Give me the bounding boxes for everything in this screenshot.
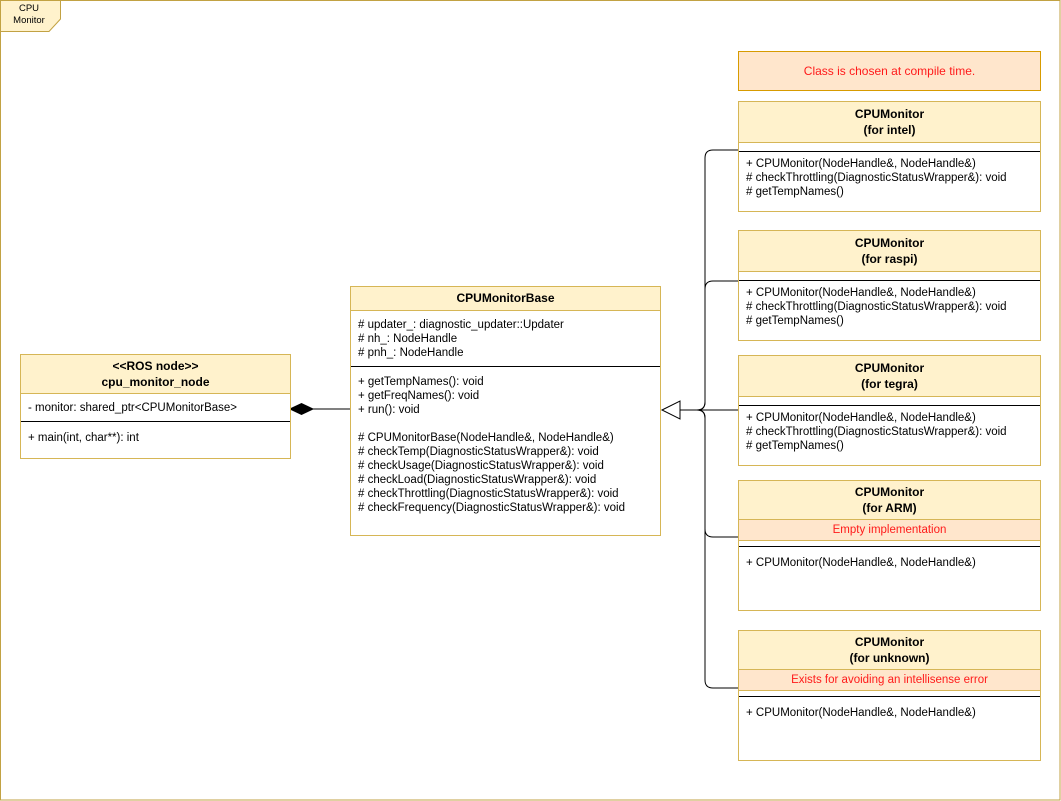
class-header: CPUMonitorBase <box>351 287 660 311</box>
attributes-compartment <box>739 691 1040 697</box>
frame-tab-line2: Monitor <box>13 15 45 26</box>
frame-tab-line1: CPU <box>18 3 40 14</box>
class-variant: (for tegra) <box>861 377 918 391</box>
member-line: + CPUMonitor(NodeHandle&, NodeHandle&) <box>746 158 976 170</box>
class-stereotype: <<ROS node>> <box>112 359 199 373</box>
member-line: + CPUMonitor(NodeHandle&, NodeHandle&) <box>746 287 976 299</box>
attributes-compartment: - monitor: shared_ptr<CPUMonitorBase> <box>21 394 290 422</box>
member-line: # checkTemp(DiagnosticStatusWrapper&): v… <box>358 446 599 458</box>
class-name: CPUMonitor <box>854 361 925 375</box>
member-line <box>358 417 653 431</box>
member-line: # nh_: NodeHandle <box>358 333 458 345</box>
note-text: Class is chosen at compile time. <box>803 64 976 78</box>
generalization-edge-arm <box>680 409 738 538</box>
class-name: CPUMonitor <box>854 236 925 250</box>
member-line: # checkThrottling(DiagnosticStatusWrappe… <box>746 426 1007 438</box>
attributes-compartment <box>739 541 1040 547</box>
member-line: # checkThrottling(DiagnosticStatusWrappe… <box>358 488 619 500</box>
methods-compartment: + CPUMonitor(NodeHandle&, NodeHandle&) <box>739 697 1040 760</box>
class-variant: (for intel) <box>863 123 916 137</box>
methods-compartment: + CPUMonitor(NodeHandle&, NodeHandle&) # … <box>739 152 1040 211</box>
composition-diamond-icon <box>288 402 315 416</box>
class-cpu-monitor-node: <<ROS node>> cpu_monitor_node - monitor:… <box>20 354 291 459</box>
class-cpu-monitor-base: CPUMonitorBase # updater_: diagnostic_up… <box>350 286 661 536</box>
class-header: CPUMonitor (for ARM) <box>739 481 1040 520</box>
class-header: CPUMonitor (for unknown) <box>739 631 1040 670</box>
class-note-band: Empty implementation <box>739 520 1040 541</box>
member-line: # checkUsage(DiagnosticStatusWrapper&): … <box>358 460 604 472</box>
methods-compartment: + main(int, char**): int <box>21 422 290 458</box>
member-line: # checkLoad(DiagnosticStatusWrapper&): v… <box>358 474 597 486</box>
member-line: + CPUMonitor(NodeHandle&, NodeHandle&) <box>746 412 976 424</box>
member-line: # getTempNames() <box>746 440 844 452</box>
generalization-edge-unknown <box>680 409 738 689</box>
class-cpu-monitor-arm: CPUMonitor (for ARM) Empty implementatio… <box>738 480 1041 611</box>
member-line: + CPUMonitor(NodeHandle&, NodeHandle&) <box>746 707 976 719</box>
member-line: # CPUMonitorBase(NodeHandle&, NodeHandle… <box>358 432 614 444</box>
class-header: <<ROS node>> cpu_monitor_node <box>21 355 290 394</box>
member-line: + run(): void <box>358 404 420 416</box>
class-name: CPUMonitor <box>854 107 925 121</box>
attributes-compartment <box>739 143 1040 152</box>
class-cpu-monitor-intel: CPUMonitor (for intel) + CPUMonitor(Node… <box>738 101 1041 212</box>
methods-compartment: + CPUMonitor(NodeHandle&, NodeHandle&) # … <box>739 406 1040 465</box>
member-line: # checkThrottling(DiagnosticStatusWrappe… <box>746 301 1007 313</box>
methods-compartment: + getTempNames(): void + getFreqNames(): … <box>351 367 660 535</box>
attributes-compartment: # updater_: diagnostic_updater::Updater#… <box>351 311 660 367</box>
class-header: CPUMonitor (for raspi) <box>739 231 1040 272</box>
member-line: # pnh_: NodeHandle <box>358 347 464 359</box>
note-compile-time: Class is chosen at compile time. <box>738 51 1041 91</box>
class-header: CPUMonitor (for tegra) <box>739 356 1040 397</box>
class-note-band: Exists for avoiding an intellisense erro… <box>739 670 1040 691</box>
class-cpu-monitor-unknown: CPUMonitor (for unknown) Exists for avoi… <box>738 630 1041 761</box>
class-name: cpu_monitor_node <box>101 375 210 389</box>
member-line: # checkThrottling(DiagnosticStatusWrappe… <box>746 172 1007 184</box>
class-cpu-monitor-tegra: CPUMonitor (for tegra) + CPUMonitor(Node… <box>738 355 1041 466</box>
member-line: # checkFrequency(DiagnosticStatusWrapper… <box>358 502 625 514</box>
generalization-edge-raspi <box>680 280 738 411</box>
generalization-edge-intel <box>680 149 738 411</box>
member-line: - monitor: shared_ptr<CPUMonitorBase> <box>28 402 238 414</box>
frame-tab: CPU Monitor <box>0 3 58 27</box>
member-line: + CPUMonitor(NodeHandle&, NodeHandle&) <box>746 557 976 569</box>
member-line: # updater_: diagnostic_updater::Updater <box>358 319 564 331</box>
member-line: + getFreqNames(): void <box>358 390 480 402</box>
class-variant: (for raspi) <box>861 252 918 266</box>
member-line: + getTempNames(): void <box>358 376 484 388</box>
member-line: + main(int, char**): int <box>28 432 139 444</box>
class-variant: (for unknown) <box>849 651 930 665</box>
class-cpu-monitor-raspi: CPUMonitor (for raspi) + CPUMonitor(Node… <box>738 230 1041 341</box>
attributes-compartment <box>739 397 1040 406</box>
member-line: # getTempNames() <box>746 186 844 198</box>
methods-compartment: + CPUMonitor(NodeHandle&, NodeHandle&) # … <box>739 281 1040 340</box>
class-name: CPUMonitorBase <box>456 291 555 305</box>
class-name: CPUMonitor <box>854 635 925 649</box>
generalization-triangle-icon <box>660 400 681 420</box>
methods-compartment: + CPUMonitor(NodeHandle&, NodeHandle&) <box>739 547 1040 610</box>
class-name: CPUMonitor <box>854 485 925 499</box>
attributes-compartment <box>739 272 1040 281</box>
member-line: # getTempNames() <box>746 315 844 327</box>
class-variant: (for ARM) <box>862 501 917 515</box>
class-header: CPUMonitor (for intel) <box>739 102 1040 143</box>
frame-tab-shape <box>0 0 61 32</box>
